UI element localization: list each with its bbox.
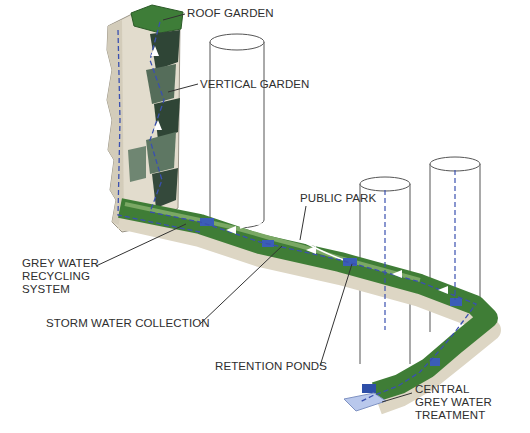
flow-arrow	[306, 246, 316, 254]
flow-line	[118, 30, 200, 232]
cylinder-edge	[264, 42, 265, 220]
cylinder-edge	[210, 42, 211, 220]
callout-label: GREY WATER RECYCLING SYSTEM	[22, 257, 140, 296]
roof-garden	[131, 5, 183, 33]
leader-lines	[96, 14, 412, 402]
tower-shade	[107, 20, 124, 228]
flow-arrow	[226, 226, 236, 234]
leader-line	[163, 14, 185, 20]
cylinder	[210, 34, 264, 228]
treatment-tank	[344, 393, 386, 411]
leader-line	[320, 264, 352, 366]
retention-pond	[362, 384, 376, 393]
callout-label: ROOF GARDEN	[187, 7, 307, 20]
leader-line	[382, 393, 412, 402]
park-path	[240, 224, 350, 262]
callout-label: PUBLIC PARK	[300, 192, 410, 205]
vertical-garden	[152, 168, 178, 208]
retention-pond	[450, 298, 462, 306]
flow-arrow	[438, 286, 448, 294]
cylinder-top	[430, 157, 480, 171]
flow-line	[384, 190, 385, 330]
cylinder-top	[360, 177, 410, 191]
flow-line	[454, 170, 455, 300]
leader-line	[96, 224, 186, 266]
callout-label: STORM WATER COLLECTION	[46, 317, 236, 330]
flow-line	[150, 22, 476, 402]
flow-arrow	[151, 46, 159, 56]
leader-line	[168, 84, 198, 92]
flow-arrows	[151, 46, 448, 294]
flow-arrow	[154, 120, 162, 130]
public-park	[120, 208, 488, 392]
callout-label: CENTRAL GREY WATER TREATMENT	[415, 383, 499, 422]
cylinder-body	[210, 42, 264, 220]
leader-line	[300, 206, 306, 240]
callout-label: RETENTION PONDS	[215, 360, 345, 373]
vertical-garden	[128, 146, 146, 182]
leader-line	[200, 246, 282, 324]
cylinder-top	[210, 34, 264, 50]
callout-label: VERTICAL GARDEN	[200, 78, 340, 91]
flow-arrow	[392, 270, 402, 278]
vertical-garden	[150, 30, 180, 70]
vertical-garden	[154, 98, 180, 140]
vertical-garden	[146, 64, 176, 104]
